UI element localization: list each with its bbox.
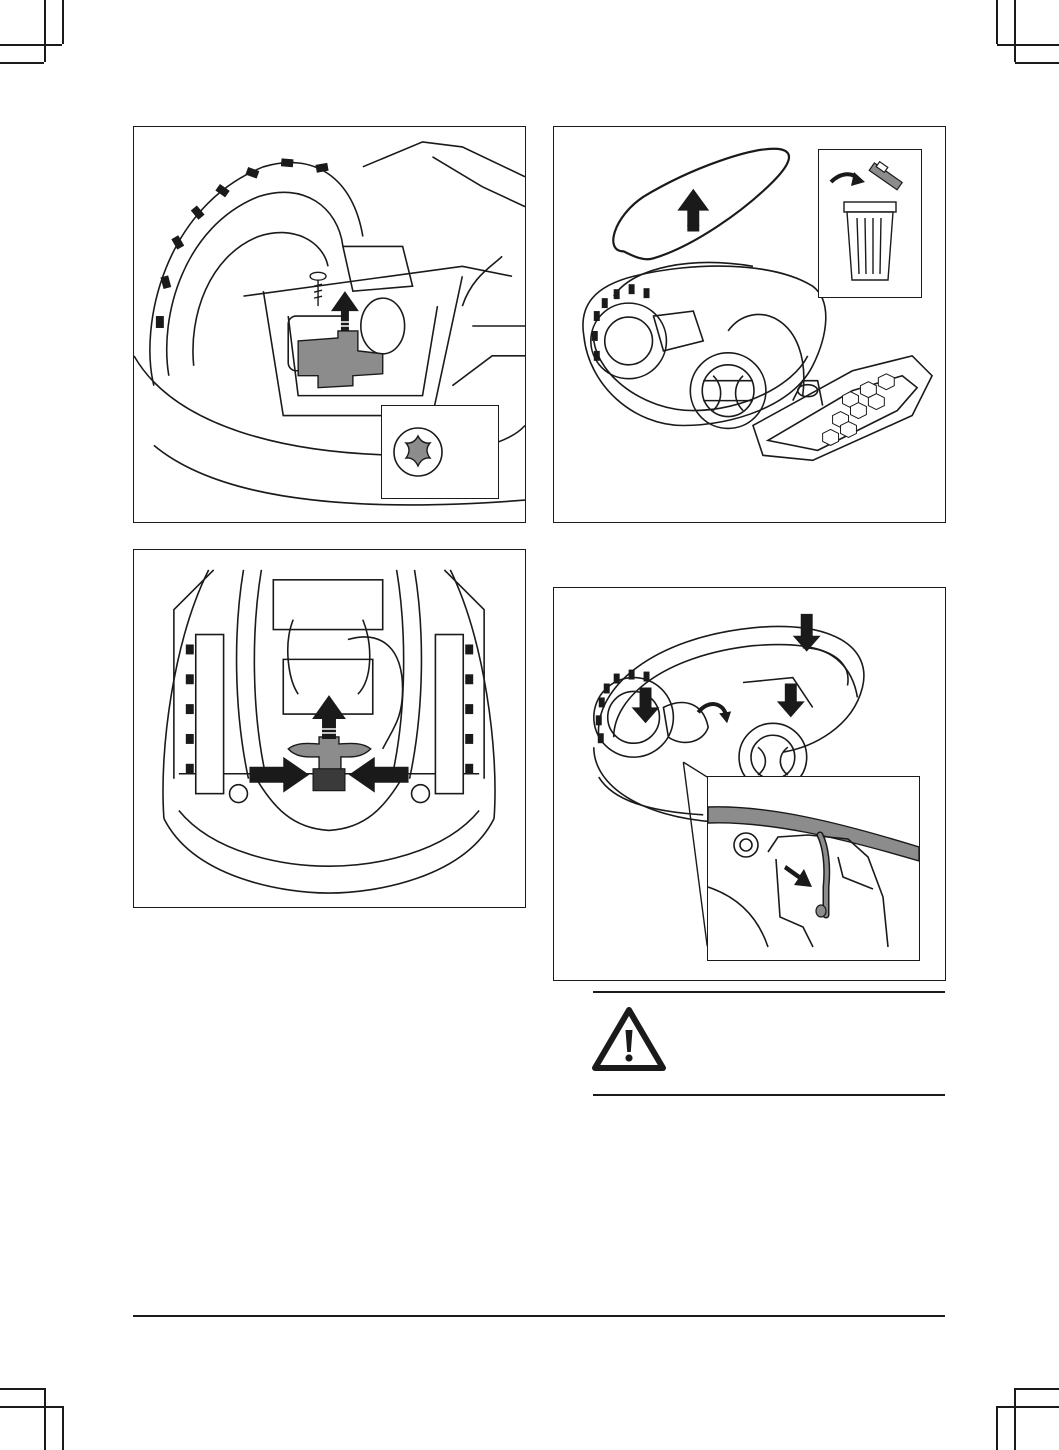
- warning-triangle-icon: [592, 1006, 666, 1072]
- torx-icon: [382, 406, 498, 498]
- mower-top-view-illustration: [134, 550, 525, 907]
- crop-mark: [997, 44, 1059, 46]
- crop-mark: [62, 0, 64, 44]
- crop-mark: [1015, 62, 1059, 64]
- crop-mark: [44, 0, 46, 62]
- torx-inset: [381, 405, 499, 499]
- crop-mark: [0, 1406, 62, 1408]
- crop-mark: [1014, 1388, 1016, 1450]
- cable-detail-icon: [708, 777, 919, 960]
- crop-mark: [44, 1388, 46, 1450]
- cable-routing-inset: [707, 776, 920, 961]
- crop-mark: [996, 0, 998, 44]
- crop-mark: [0, 1388, 44, 1390]
- figure-battery-cover-screw: [133, 126, 526, 523]
- crop-mark: [62, 1406, 64, 1450]
- crop-mark: [1015, 1388, 1059, 1390]
- warning-bottom-rule: [593, 1094, 945, 1096]
- footer-rule: [133, 1315, 945, 1317]
- crop-mark: [996, 1406, 998, 1450]
- trash-bin-icon: [819, 150, 921, 297]
- warning-block: [593, 992, 945, 1094]
- figure-battery-connector: [133, 549, 526, 908]
- crop-mark: [0, 62, 44, 64]
- crop-mark: [997, 1406, 1059, 1408]
- figure-body-reassembly: [553, 587, 946, 981]
- recycling-inset: [818, 149, 922, 298]
- crop-mark: [0, 44, 62, 46]
- figure-body-removal: [553, 126, 946, 523]
- crop-mark: [1014, 0, 1016, 62]
